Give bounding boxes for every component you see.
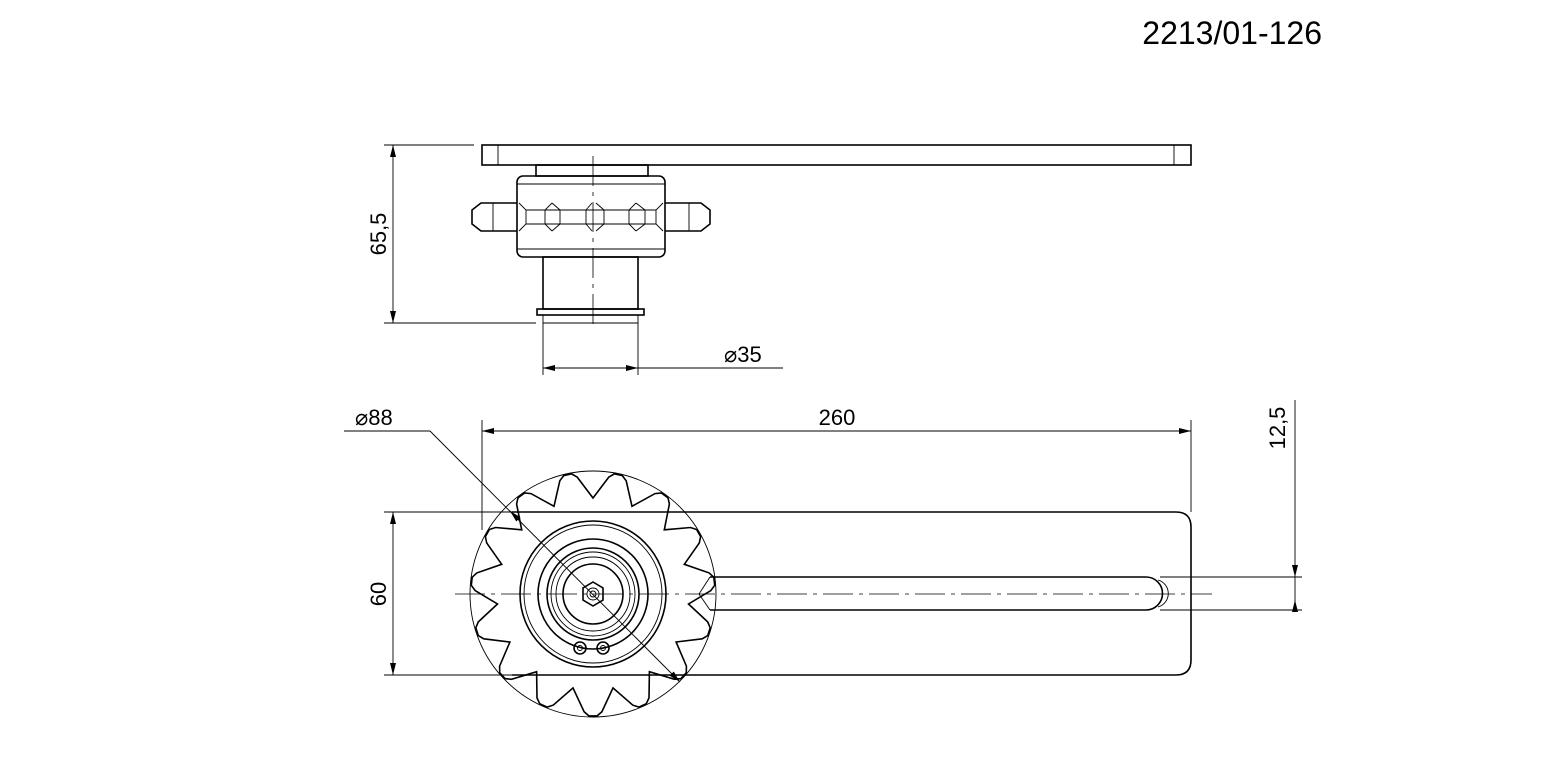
- sprocket-body-side: [516, 175, 666, 258]
- diameter-symbol: ⌀: [724, 342, 737, 367]
- dim-length-label: 260: [819, 405, 856, 430]
- svg-text:⌀88: ⌀88: [355, 405, 393, 430]
- dim-width: 60: [366, 511, 512, 676]
- dim-length: 260: [481, 405, 1192, 530]
- sprocket-outline: [470, 473, 716, 717]
- shaft-flange: [536, 308, 645, 316]
- hub-collar: [535, 164, 649, 177]
- diameter-symbol-2: ⌀: [355, 405, 368, 430]
- hole-right: [596, 641, 610, 655]
- dim-height-label: 65,5: [366, 213, 391, 256]
- svg-text:⌀35: ⌀35: [724, 342, 762, 367]
- tooth-left: [471, 202, 517, 232]
- side-view: [471, 144, 1192, 330]
- dim-height: 65,5: [366, 144, 536, 324]
- dim-width-label: 60: [366, 582, 391, 606]
- center-nut: [582, 581, 604, 607]
- dim-shaft-label: 35: [737, 342, 761, 367]
- arm-outline: [512, 511, 1192, 676]
- shaft-side: [542, 256, 639, 310]
- dim-sprocket-label: 88: [368, 405, 392, 430]
- dim-sprocket-diameter: ⌀88: [344, 405, 681, 683]
- teeth-band: [518, 202, 664, 232]
- drawing-number: 2213/01-126: [1142, 15, 1322, 51]
- tooth-right: [665, 202, 711, 232]
- dim-shaft-diameter: ⌀35: [542, 323, 783, 375]
- dim-slot-label: 12,5: [1265, 407, 1290, 450]
- dim-slot: 12,5: [1160, 400, 1302, 612]
- top-view: [455, 470, 1212, 718]
- arm-slot: [710, 576, 1164, 611]
- hole-left: [573, 641, 587, 655]
- plate-side: [481, 144, 1192, 166]
